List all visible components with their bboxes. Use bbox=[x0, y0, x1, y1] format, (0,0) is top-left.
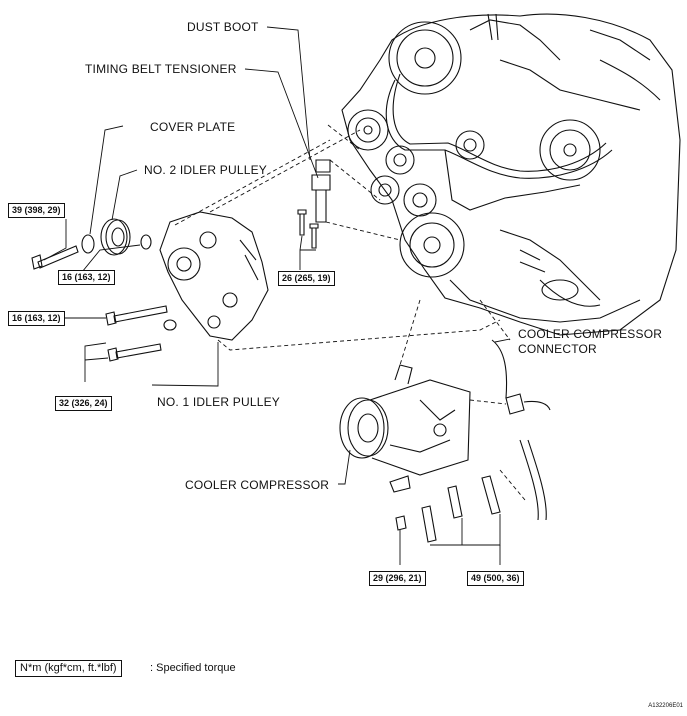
label-no2-idler-pulley: NO. 2 IDLER PULLEY bbox=[144, 163, 267, 177]
torque-32: 32 (326, 24) bbox=[55, 396, 112, 411]
tensioner-assembly bbox=[297, 159, 331, 249]
label-cooler-compressor: COOLER COMPRESSOR bbox=[185, 478, 330, 492]
torque-29: 29 (296, 21) bbox=[369, 571, 426, 586]
label-no1-idler-pulley: NO. 1 IDLER PULLEY bbox=[157, 395, 280, 409]
label-cover-plate: COVER PLATE bbox=[150, 120, 236, 134]
figure-id: A132206E01 bbox=[648, 703, 683, 709]
torque-49: 49 (500, 36) bbox=[467, 571, 524, 586]
torque-26: 26 (265, 19) bbox=[278, 271, 335, 286]
torque-16-upper: 16 (163, 12) bbox=[58, 270, 115, 285]
idler-pulley-assembly bbox=[31, 211, 269, 362]
legend-description: : Specified torque bbox=[150, 662, 236, 674]
torque-16-lower: 16 (163, 12) bbox=[8, 311, 65, 326]
compressor-illustration bbox=[339, 339, 551, 543]
label-cooler-compressor-connector-line2: CONNECTOR bbox=[518, 342, 597, 356]
label-dust-boot: DUST BOOT bbox=[187, 20, 259, 34]
label-cooler-compressor-connector-line1: COOLER COMPRESSOR bbox=[518, 327, 663, 341]
engine-illustration bbox=[341, 13, 681, 336]
leader-lines bbox=[43, 26, 526, 565]
torque-39: 39 (398, 29) bbox=[8, 203, 65, 218]
label-timing-belt-tensioner: TIMING BELT TENSIONER bbox=[85, 62, 237, 76]
legend-unit-box: N*m (kgf*cm, ft.*lbf) bbox=[15, 660, 122, 677]
